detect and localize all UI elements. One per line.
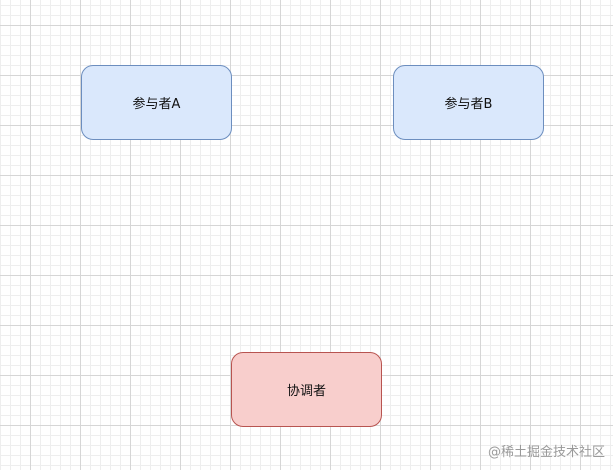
watermark-text: @稀土掘金技术社区 [487,445,605,460]
participant-a-node[interactable]: 参与者A [81,65,232,140]
participant-b-node[interactable]: 参与者B [393,65,544,140]
coordinator-node[interactable]: 协调者 [231,352,382,427]
coordinator-label: 协调者 [286,384,326,399]
participant-a-label: 参与者A [132,97,181,112]
participant-b-label: 参与者B [444,97,493,112]
